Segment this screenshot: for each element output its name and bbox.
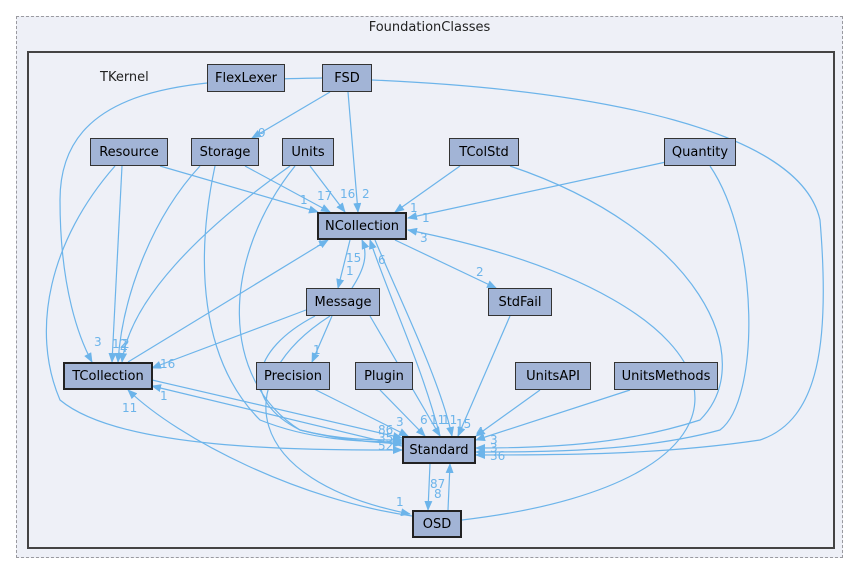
node-fsd[interactable]: FSD [322,64,372,92]
node-ncollection[interactable]: NCollection [317,212,407,240]
node-quantity[interactable]: Quantity [664,138,736,166]
node-tcolstd[interactable]: TColStd [449,138,519,166]
node-storage[interactable]: Storage [191,138,259,166]
foundationclasses-label: FoundationClasses [368,20,491,35]
node-units[interactable]: Units [282,138,334,166]
node-flexlexer[interactable]: FlexLexer [207,64,285,92]
node-message[interactable]: Message [306,288,380,316]
node-standard[interactable]: Standard [402,436,476,464]
node-stdfail[interactable]: StdFail [488,288,552,316]
node-unitsmethods[interactable]: UnitsMethods [614,362,718,390]
node-plugin[interactable]: Plugin [355,362,413,390]
node-osd[interactable]: OSD [412,510,462,538]
tkernel-label: TKernel [100,70,149,85]
node-precision[interactable]: Precision [256,362,330,390]
node-unitsapi[interactable]: UnitsAPI [515,362,591,390]
node-resource[interactable]: Resource [90,138,168,166]
node-tcollection[interactable]: TCollection [63,362,153,390]
tkernel-group [27,51,835,549]
